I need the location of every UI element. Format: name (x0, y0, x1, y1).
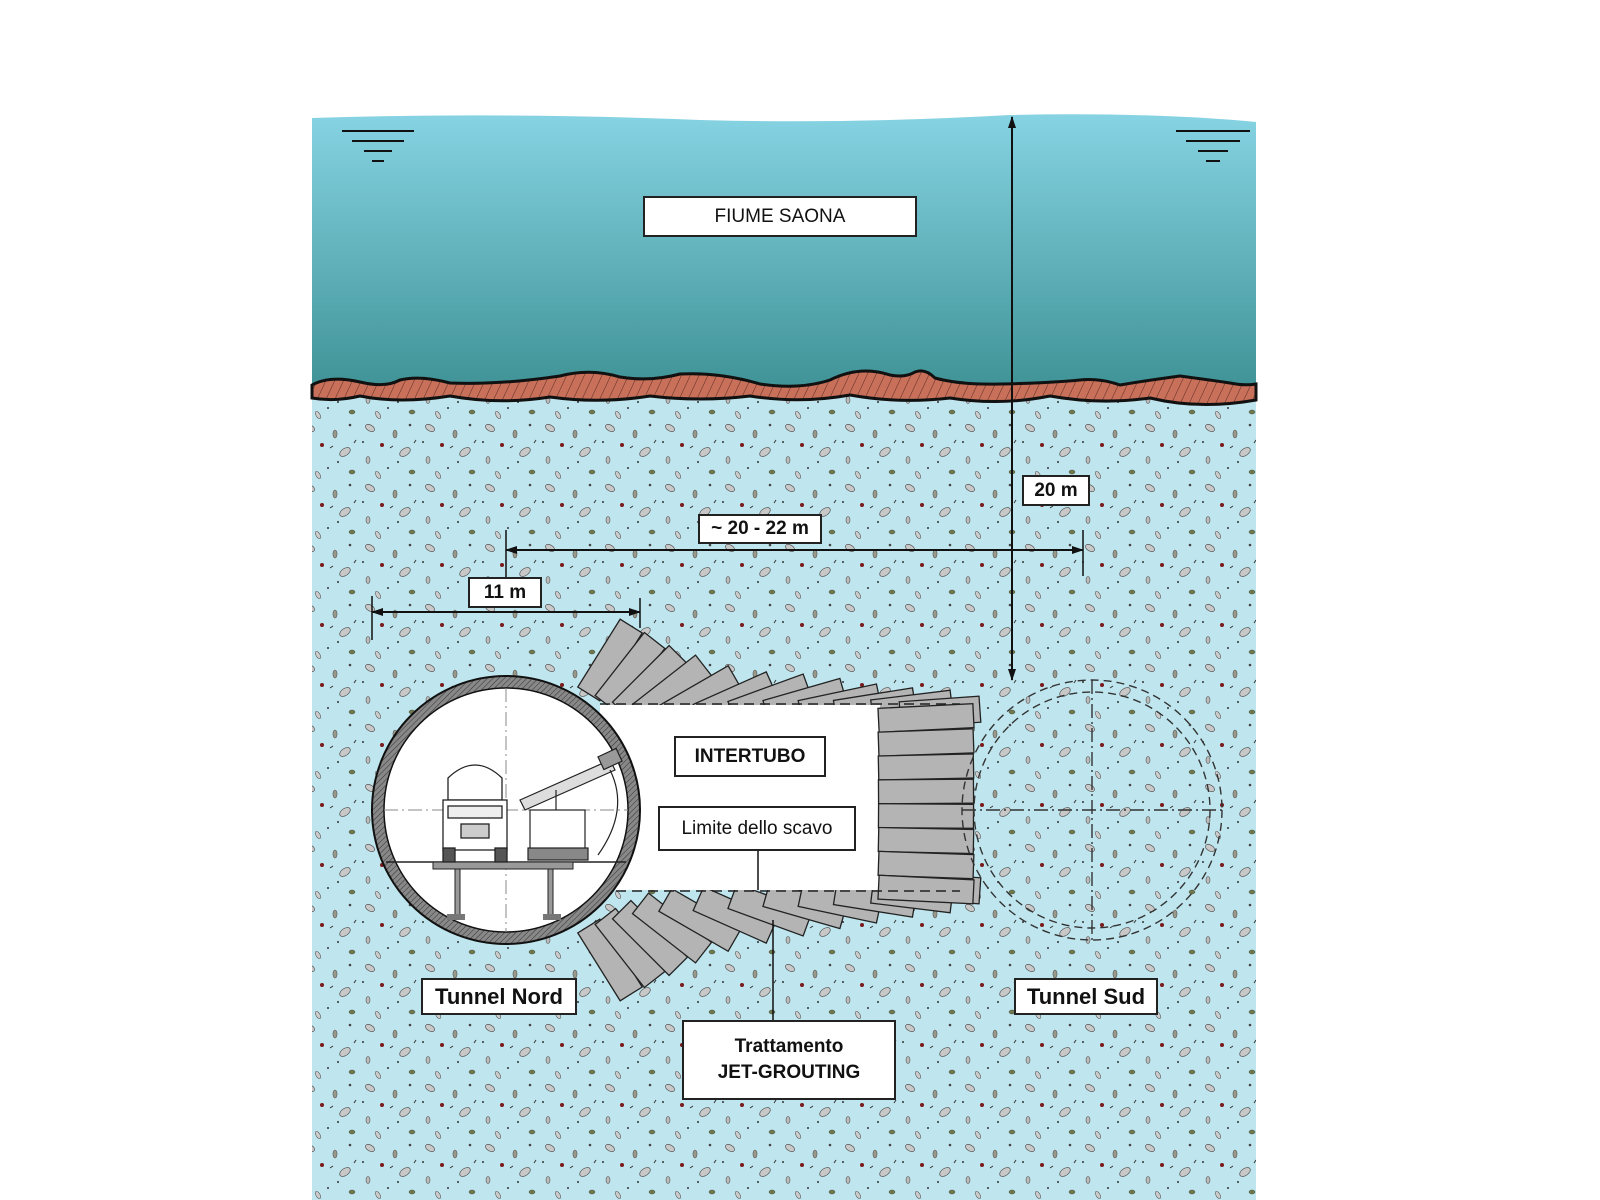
jet-grout-column (877, 874, 975, 905)
jet-grouting-columns-face (877, 703, 975, 905)
tunnel-sud-label: Tunnel Sud (1014, 978, 1158, 1015)
tunnel-width-label: 11 m (468, 577, 542, 608)
jet-grout-column (877, 753, 975, 781)
jet-grouting-label-line1: Trattamento (734, 1036, 844, 1057)
water-level-symbol-left (342, 130, 414, 162)
spacing-label: ~ 20 - 22 m (698, 514, 822, 544)
riverbed (310, 369, 1258, 407)
river-water (312, 114, 1256, 391)
truck-icon (442, 764, 508, 863)
tunnel-nord (371, 675, 641, 945)
jet-grout-column (877, 728, 975, 757)
depth-label: 20 m (1022, 475, 1090, 506)
drilling-rig-icon (519, 747, 623, 861)
jet-grouting-label-line2: JET-GROUTING (717, 1062, 861, 1083)
jet-grout-column (877, 703, 975, 733)
jet-grout-column (877, 803, 975, 829)
tunnel-nord-label: Tunnel Nord (421, 978, 577, 1015)
excavation-area (600, 705, 880, 890)
jet-grout-column (877, 850, 975, 880)
intertubo-label: INTERTUBO (674, 736, 826, 777)
water-level-symbol-right (1176, 130, 1250, 162)
river-label: FIUME SAONA (643, 196, 917, 237)
jet-grouting-label: Trattamento JET-GROUTING (682, 1020, 896, 1100)
jet-grout-column (877, 826, 975, 855)
tunnel-sud-outline (961, 679, 1223, 941)
excavation-limit-label: Limite dello scavo (658, 806, 856, 851)
jet-grout-column (877, 778, 975, 805)
